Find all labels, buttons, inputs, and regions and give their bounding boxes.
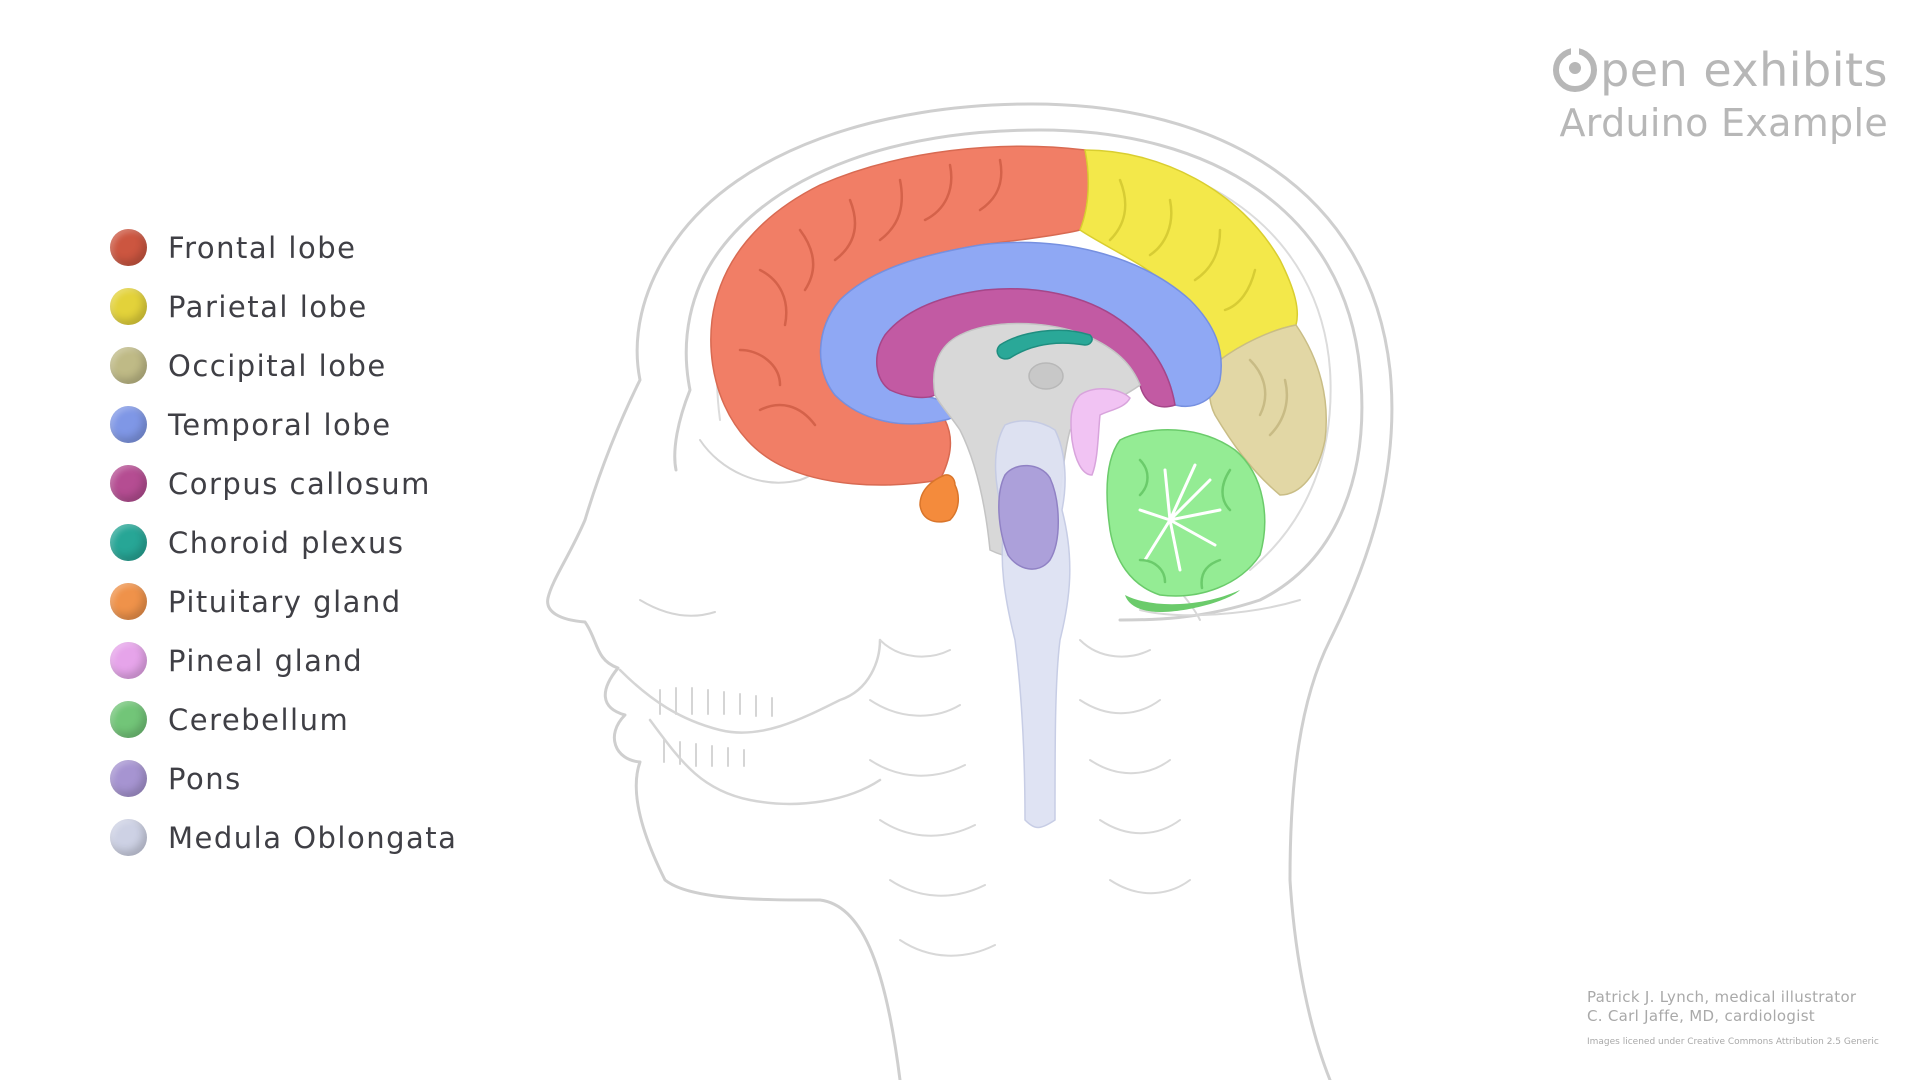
legend-label: Pons <box>168 761 242 796</box>
legend-item-frontal-lobe[interactable]: Frontal lobe <box>110 218 457 277</box>
legend-label: Temporal lobe <box>168 407 392 442</box>
occipital-lobe-region[interactable] <box>1208 324 1328 496</box>
medula-oblongata-swatch <box>110 819 147 856</box>
legend-item-corpus-callosum[interactable]: Corpus callosum <box>110 454 457 513</box>
legend-label: Choroid plexus <box>168 525 405 560</box>
pineal-gland-region[interactable] <box>1070 388 1131 476</box>
credits: Patrick J. Lynch, medical illustrator C.… <box>1587 988 1879 1048</box>
open-exhibits-logo-icon <box>1553 47 1598 92</box>
brand-name: pen exhibits <box>1552 40 1888 100</box>
legend-label: Cerebellum <box>168 702 350 737</box>
legend-item-pituitary-gland[interactable]: Pituitary gland <box>110 572 457 631</box>
legend-item-cerebellum[interactable]: Cerebellum <box>110 690 457 749</box>
choroid-plexus-swatch <box>110 524 147 561</box>
legend-item-parietal-lobe[interactable]: Parietal lobe <box>110 277 457 336</box>
temporal-lobe-swatch <box>110 406 147 443</box>
choroid-plexus-region[interactable] <box>996 329 1093 360</box>
pons-swatch <box>110 760 147 797</box>
frontal-lobe-swatch <box>110 229 147 266</box>
legend-label: Corpus callosum <box>168 466 431 501</box>
license-text: Images licened under Creative Commons At… <box>1587 1037 1879 1047</box>
pineal-gland-swatch <box>110 642 147 679</box>
brain-regions <box>710 145 1328 829</box>
corpus-callosum-swatch <box>110 465 147 502</box>
credit-cardiologist: C. Carl Jaffe, MD, cardiologist <box>1587 1007 1815 1025</box>
legend-item-choroid-plexus[interactable]: Choroid plexus <box>110 513 457 572</box>
legend-item-temporal-lobe[interactable]: Temporal lobe <box>110 395 457 454</box>
occipital-lobe-swatch <box>110 347 147 384</box>
legend-label: Medula Oblongata <box>168 820 458 855</box>
brand-subtitle: Arduino Example <box>1559 101 1888 145</box>
credit-illustrator: Patrick J. Lynch, medical illustrator <box>1587 988 1857 1006</box>
brand-block: pen exhibits Arduino Example <box>1552 40 1888 146</box>
parietal-lobe-swatch <box>110 288 147 325</box>
legend-label: Frontal lobe <box>168 230 357 265</box>
legend-label: Parietal lobe <box>168 289 368 324</box>
legend-item-pineal-gland[interactable]: Pineal gland <box>110 631 457 690</box>
legend: Frontal lobe Parietal lobe Occipital lob… <box>110 218 457 867</box>
brand-name-text: pen exhibits <box>1600 43 1888 97</box>
pituitary-gland-region[interactable] <box>919 474 960 523</box>
pituitary-gland-swatch <box>110 583 147 620</box>
legend-item-occipital-lobe[interactable]: Occipital lobe <box>110 336 457 395</box>
legend-label: Pineal gland <box>168 643 364 678</box>
pons-region[interactable] <box>998 464 1059 570</box>
legend-label: Occipital lobe <box>168 348 387 383</box>
cerebellum-region[interactable] <box>1106 429 1266 597</box>
legend-label: Pituitary gland <box>168 584 402 619</box>
legend-item-medula-oblongata[interactable]: Medula Oblongata <box>110 808 457 867</box>
legend-item-pons[interactable]: Pons <box>110 749 457 808</box>
cerebellum-swatch <box>110 701 147 738</box>
